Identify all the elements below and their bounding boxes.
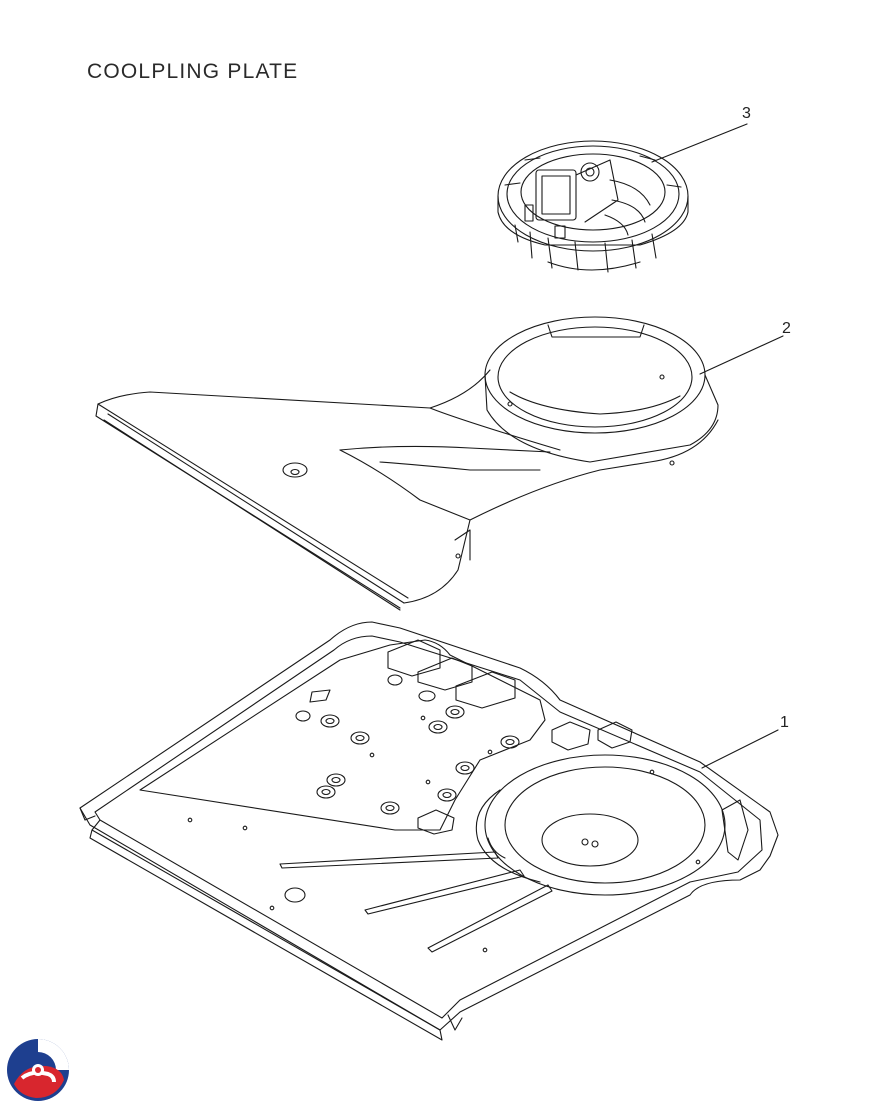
leader-line-1 bbox=[701, 729, 779, 769]
callout-number-1: 1 bbox=[780, 714, 789, 731]
callout-number-2: 2 bbox=[782, 320, 791, 337]
air-duct-cover-icon bbox=[95, 316, 719, 611]
brand-logo-icon bbox=[7, 1039, 69, 1101]
callout-number-3: 3 bbox=[742, 105, 751, 122]
coupling-base-plate-icon bbox=[79, 621, 779, 1041]
leader-lines bbox=[651, 123, 784, 769]
page-title: COOLPLING PLATE bbox=[87, 60, 299, 83]
fan-assembly-icon bbox=[497, 140, 689, 273]
leader-line-3 bbox=[651, 123, 748, 163]
leader-line-2 bbox=[699, 335, 784, 375]
